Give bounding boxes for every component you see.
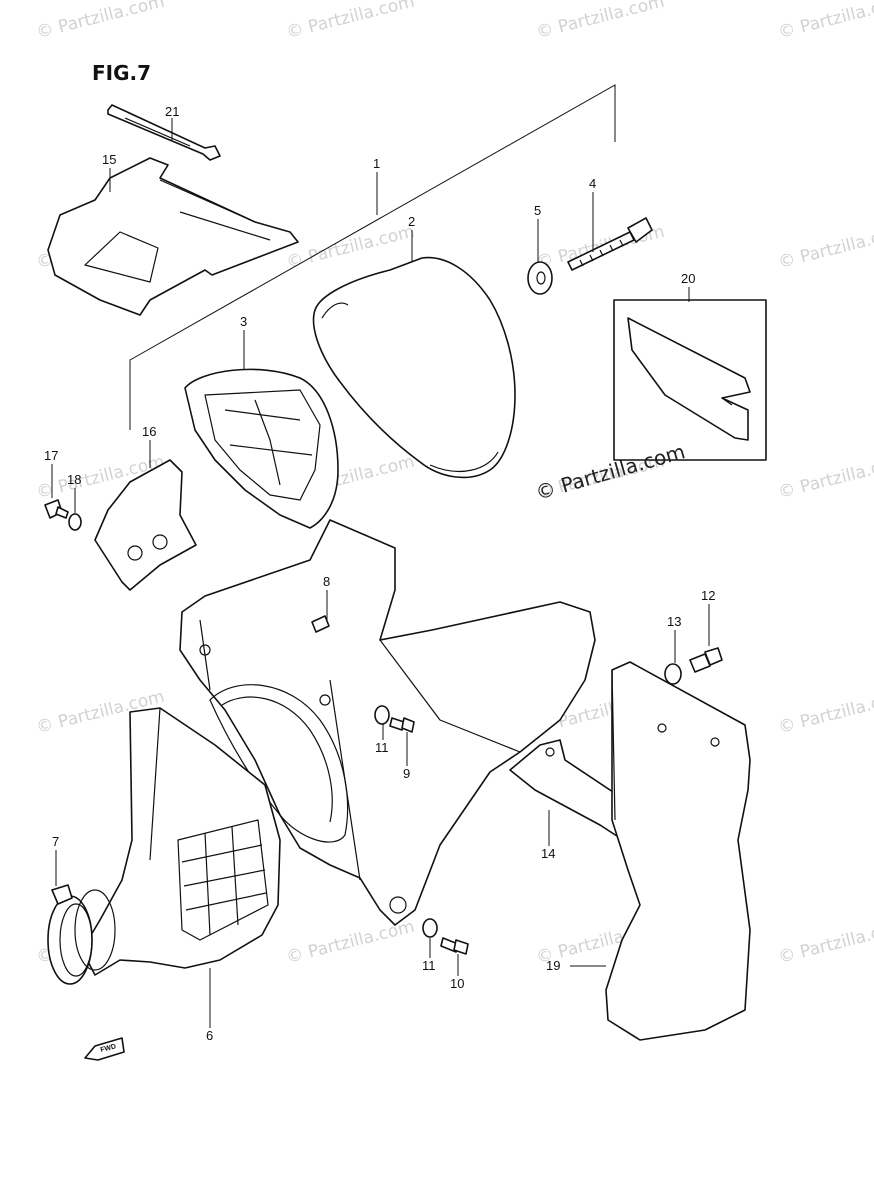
- callout-6: 6: [206, 1028, 213, 1043]
- callout-14: 13: [667, 614, 681, 629]
- part-18-bolt: [44, 499, 69, 519]
- part-12-inlet-duct: [605, 661, 751, 1041]
- air-cleaner-case: [179, 519, 596, 926]
- part-2-air-filter-element: [312, 256, 516, 479]
- watermark-tile: © Partzilla.com: [776, 917, 874, 968]
- watermark-tile: © Partzilla.com: [284, 222, 416, 273]
- callout-12: 19: [546, 958, 560, 973]
- part-9-bolt: [389, 717, 415, 733]
- callout-20: 20: [681, 271, 695, 286]
- callout-11-upper: 11: [375, 740, 389, 755]
- callout-8: 8: [323, 574, 330, 589]
- part-6-outlet-tube: [81, 707, 281, 976]
- watermark-tile: © Partzilla.com: [776, 0, 874, 43]
- callout-19: 18: [67, 472, 81, 487]
- callout-4: 4: [589, 176, 596, 191]
- callout-16: 15: [102, 152, 116, 167]
- part-14-washer: [664, 663, 682, 685]
- leader-lines: [51, 118, 710, 1028]
- callout-11-lower: 11: [422, 958, 436, 973]
- part-11-collar-upper: [374, 705, 390, 725]
- assembly-bracket-1: [129, 84, 616, 430]
- part-5-washer: [527, 261, 553, 295]
- callout-labels: 21 15 1 2 5 4 20 3 16 17 18 8 12 13 11 9…: [44, 104, 715, 1043]
- watermark-tile: © Partzilla.com: [776, 687, 874, 738]
- watermark-tile: © Partzilla.com: [284, 0, 416, 43]
- callout-10: 10: [450, 976, 464, 991]
- callout-3: 3: [240, 314, 247, 329]
- part-4-long-bolt: [567, 217, 653, 271]
- part-17-side-cover: [94, 459, 197, 591]
- part-19-washer: [68, 513, 82, 531]
- watermark-tile: © Partzilla.com: [34, 0, 166, 43]
- callout-15: 14: [541, 846, 555, 861]
- part-16-air-guide: [47, 157, 299, 316]
- part-10-bolt: [440, 937, 469, 955]
- part-13-bolt: [689, 647, 723, 673]
- fwd-label: FWD: [100, 1043, 117, 1054]
- part-8-screw: [311, 615, 330, 633]
- callout-18: 17: [44, 448, 58, 463]
- callout-2: 2: [408, 214, 415, 229]
- callout-17: 16: [142, 424, 156, 439]
- part-7-hose-clamp: [47, 884, 116, 985]
- callout-21: 21: [165, 104, 179, 119]
- callout-1: 1: [373, 156, 380, 171]
- callout-13: 12: [701, 588, 715, 603]
- figure-title: FIG.7: [92, 61, 151, 85]
- part-21-cable-tie: [107, 104, 221, 161]
- callout-9: 9: [403, 766, 410, 781]
- part-3-filter-cage: [184, 368, 339, 529]
- watermark-tile: © Partzilla.com: [534, 0, 666, 43]
- watermark-text: © Partzilla.com: [533, 439, 688, 505]
- part-20-seal-pad: [613, 299, 767, 461]
- watermark-tile: © Partzilla.com: [776, 222, 874, 273]
- part-11-collar-lower: [422, 918, 438, 938]
- watermark-tile: © Partzilla.com: [776, 452, 874, 503]
- callout-7: 7: [52, 834, 59, 849]
- fwd-direction-marker: FWD: [84, 1037, 125, 1061]
- callout-5: 5: [534, 203, 541, 218]
